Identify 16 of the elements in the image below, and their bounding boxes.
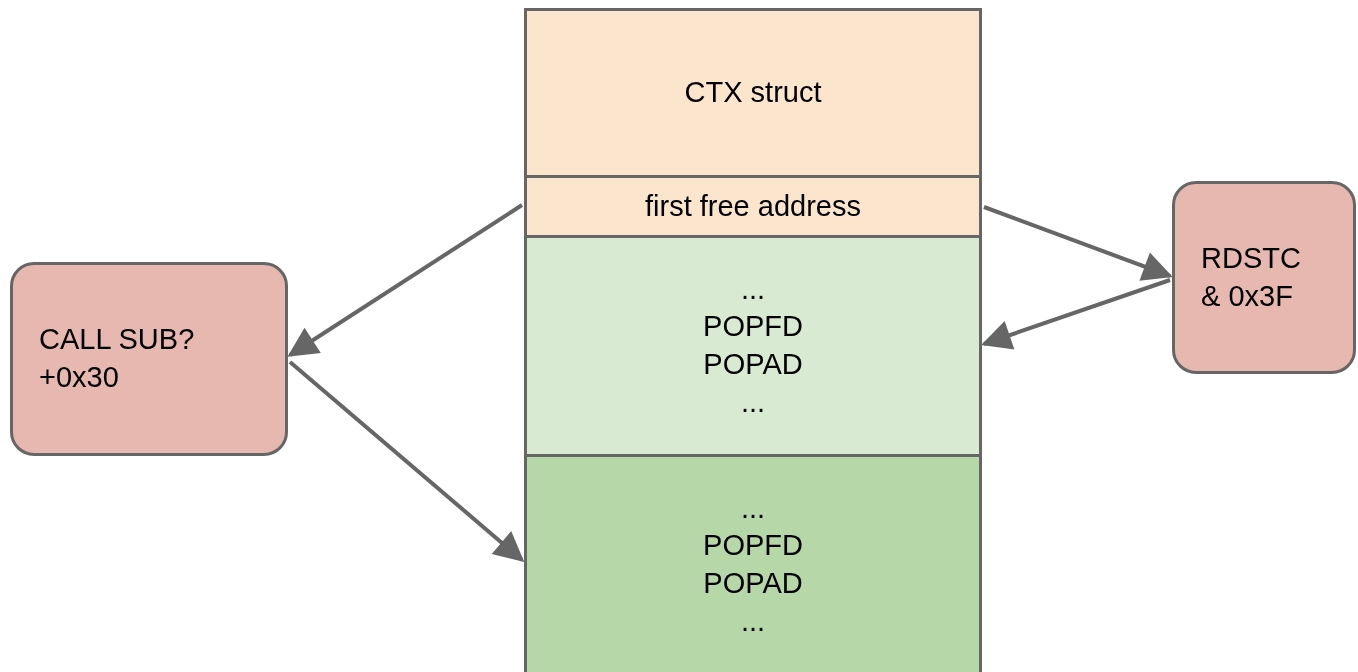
field-box	[524, 175, 982, 238]
node-label: ... POPFD POPAD ...	[703, 271, 803, 420]
node-label: RDSTC & 0x3F	[1201, 240, 1302, 314]
arrow	[983, 205, 1173, 281]
node-label: CALL SUB? +0x30	[39, 322, 196, 395]
struct-box	[524, 8, 982, 178]
arrow	[288, 360, 525, 562]
arrow	[981, 278, 1171, 350]
node-label: CTX struct	[684, 75, 822, 111]
node-label: ... POPFD POPAD ...	[703, 490, 803, 639]
node-label: first free address	[645, 188, 861, 224]
instruction-box	[10, 262, 288, 456]
code-block	[524, 454, 982, 672]
instruction-box	[1172, 181, 1356, 374]
arrow	[287, 203, 524, 357]
code-block	[524, 235, 982, 457]
